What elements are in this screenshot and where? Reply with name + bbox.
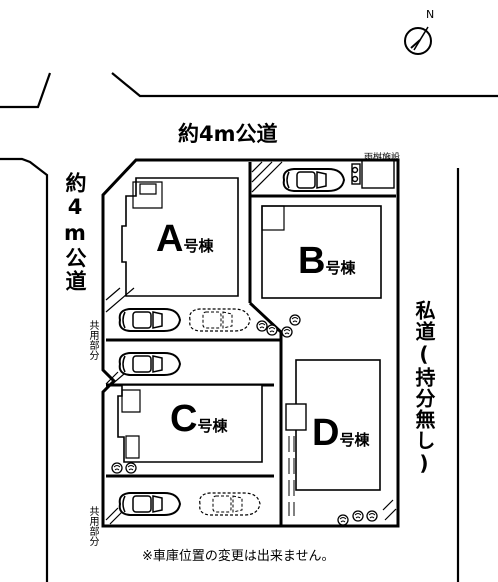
garage-note: ※車庫位置の変更は出来ません。 xyxy=(142,549,335,564)
drainage-label: 雨桝施設 xyxy=(364,153,401,163)
left-road-label: 約4m公道 xyxy=(63,172,87,293)
north-label: N xyxy=(426,8,435,21)
lot-c-suffix: 号棟 xyxy=(197,417,228,435)
private-road-label: 私道(持分無し) xyxy=(412,300,436,476)
shrub-icon xyxy=(111,462,123,474)
top-road-label: 約4m公道 xyxy=(178,122,278,146)
lot-c-letter: C xyxy=(170,398,198,440)
shared-area-label-2: 共用部分 xyxy=(87,506,98,546)
car-icon xyxy=(118,308,181,332)
lot-d-letter: D xyxy=(312,412,340,454)
car-icon xyxy=(282,168,345,192)
car-icon xyxy=(189,308,251,332)
lot-a-label: A号棟 xyxy=(156,218,213,261)
shrub-icon xyxy=(281,326,293,338)
car-icon xyxy=(118,352,181,376)
lot-b-label: B号棟 xyxy=(298,240,355,283)
lot-d-label: D号棟 xyxy=(312,412,369,455)
shrub-icon xyxy=(289,314,301,326)
shrub-icon xyxy=(366,510,378,522)
lot-b-letter: B xyxy=(298,240,326,282)
shrub-icon xyxy=(266,324,278,336)
shrub-icon xyxy=(352,510,364,522)
shrub-icon xyxy=(125,462,137,474)
car-icon xyxy=(199,492,261,516)
car-icon xyxy=(118,492,181,516)
shrub-icon xyxy=(337,514,349,526)
shrub-icon xyxy=(256,320,268,332)
lot-c-label: C号棟 xyxy=(170,398,227,441)
shared-area-label-1: 共用部分 xyxy=(87,320,98,360)
lot-b-suffix: 号棟 xyxy=(325,259,356,277)
lot-a-suffix: 号棟 xyxy=(183,237,214,255)
lot-d-suffix: 号棟 xyxy=(339,431,370,449)
lot-a-letter: A xyxy=(156,218,184,260)
compass-icon xyxy=(404,26,432,55)
